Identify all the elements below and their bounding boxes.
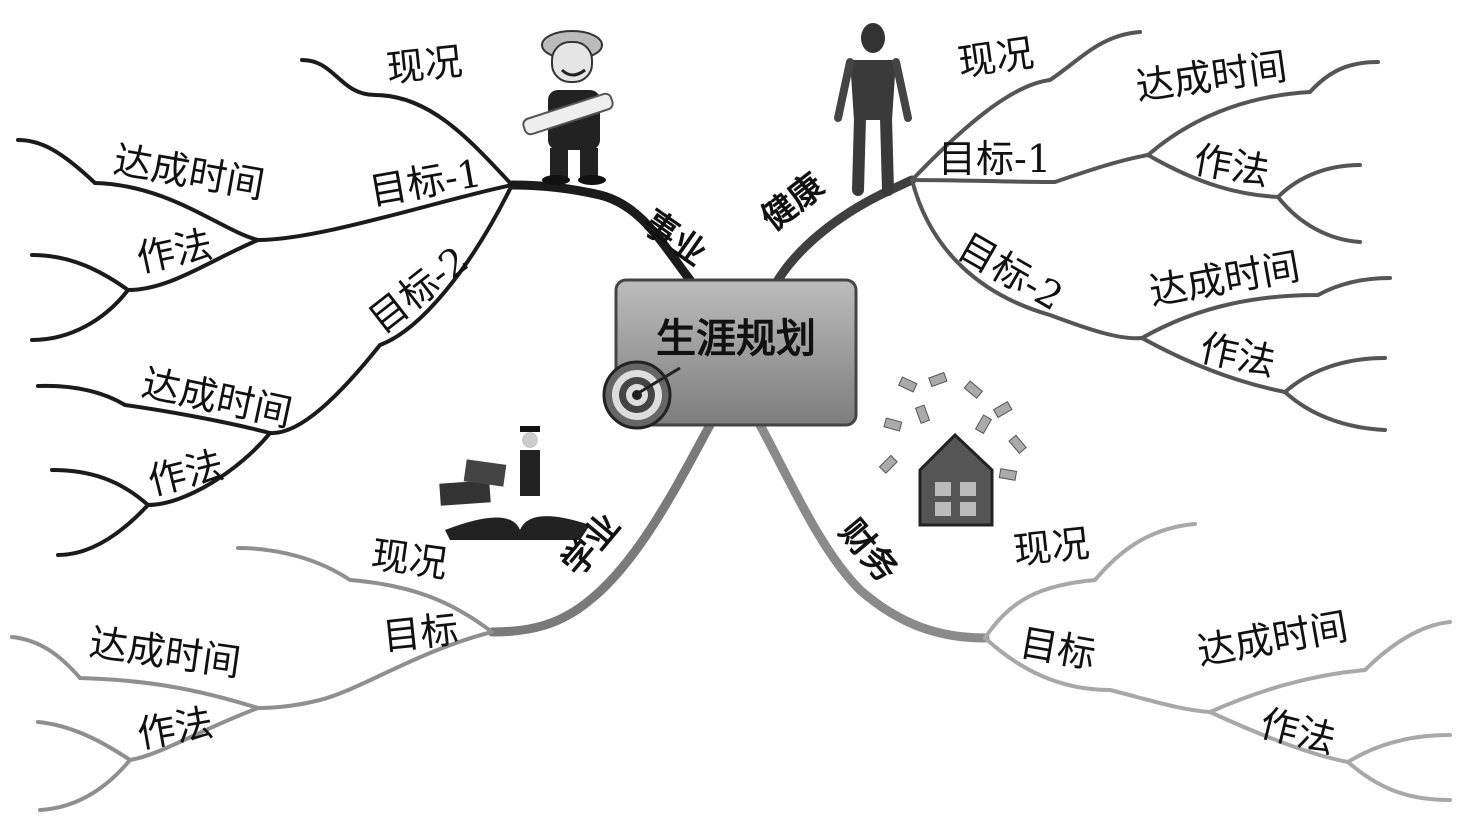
health-goal2-time: 达成时间 [1146, 244, 1303, 314]
finance-status: 现况 [1011, 521, 1091, 573]
muscle-man-icon [834, 23, 912, 196]
study-branch [10, 420, 715, 812]
finance-goal-time: 达成时间 [1194, 604, 1351, 674]
health-trunk [773, 175, 917, 285]
finance-goal-method: 作法 [1256, 701, 1340, 762]
study-trunk [487, 420, 715, 637]
career-goal1-method: 作法 [133, 222, 217, 281]
health-goal2-method: 作法 [1196, 326, 1280, 385]
career-goal2-label: 目标-2 [360, 238, 476, 342]
center-node: 生涯规划 [614, 278, 858, 427]
health-status: 现况 [955, 31, 1036, 85]
career-branch [16, 58, 695, 557]
graduate-books-icon [439, 426, 590, 540]
finance-label: 财务 [831, 512, 905, 590]
health-goal1-method: 作法 [1190, 138, 1273, 195]
health-goal1-label: 目标-1 [938, 137, 1051, 181]
career-goal2-time: 达成时间 [138, 361, 296, 436]
finance-branch [755, 420, 1452, 802]
career-status: 现况 [384, 39, 464, 91]
career-goal2-method: 作法 [144, 443, 228, 504]
study-goal-time: 达成时间 [87, 620, 244, 685]
center-title: 生涯规划 [656, 316, 816, 362]
study-status: 现况 [369, 532, 450, 586]
worker-figure-icon [522, 30, 614, 185]
target-icon [602, 360, 681, 430]
study-goal-method: 作法 [134, 700, 217, 757]
career-trunk [507, 180, 695, 285]
study-goal-label: 目标 [380, 607, 460, 659]
career-goal1-label: 目标-1 [366, 151, 485, 214]
health-goal2-label: 目标-2 [951, 225, 1071, 320]
health-branch [773, 30, 1392, 432]
money-house-icon [878, 371, 1027, 527]
finance-trunk [755, 420, 990, 643]
career-goal1-time: 达成时间 [110, 138, 267, 208]
